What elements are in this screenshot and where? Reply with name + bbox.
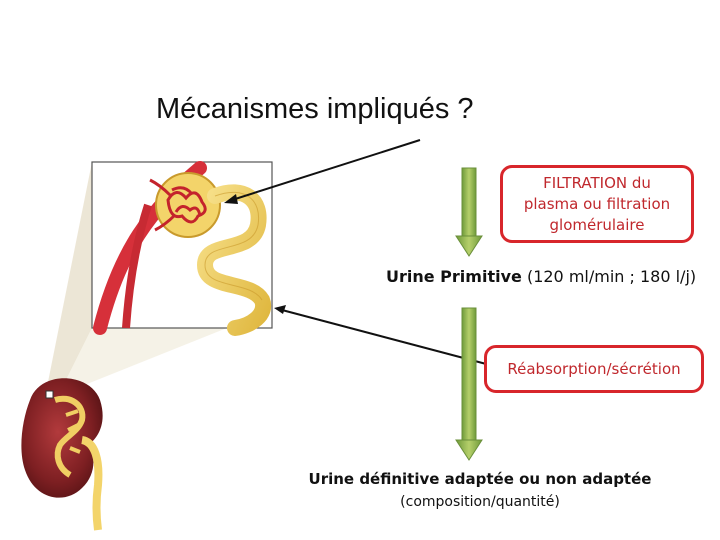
zoom-projection — [46, 162, 92, 392]
pointer-reabsorption — [274, 305, 491, 366]
urine-definitive-label: Urine définitive adaptée ou non adaptée — [308, 470, 652, 488]
kidney-illustration — [21, 378, 103, 531]
filtration-line-2: plasma ou filtration — [523, 195, 671, 213]
urine-primitive: Urine Primitive (120 ml/min ; 180 l/j) — [386, 267, 696, 286]
filtration-box: FILTRATION du plasma ou filtration glomé… — [500, 165, 694, 243]
urine-primitive-label: Urine Primitive — [386, 267, 522, 286]
urine-definitive-detail: (composition/quantité) — [400, 494, 560, 510]
filtration-line-3: glomérulaire — [549, 216, 645, 234]
filtration-line-1: FILTRATION du — [543, 174, 651, 192]
zoom-projection-lower — [52, 310, 272, 398]
pointer-filtration — [224, 139, 421, 204]
reabsorption-box: Réabsorption/sécrétion — [484, 345, 704, 393]
down-arrow-green-2 — [455, 307, 483, 461]
glomerulus-illustration — [91, 161, 273, 336]
down-arrow-green — [455, 167, 483, 257]
page-title: Mécanismes impliqués ? — [156, 93, 474, 125]
urine-primitive-detail: (120 ml/min ; 180 l/j) — [526, 267, 697, 286]
